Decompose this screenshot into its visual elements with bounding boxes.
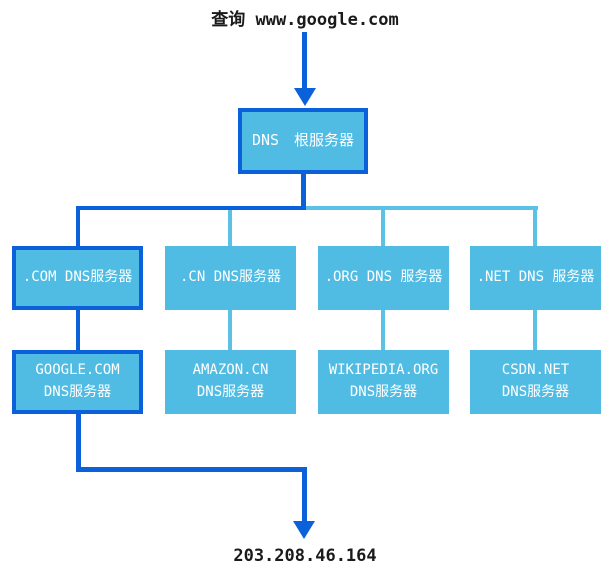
node-auth-amazon-cn: AMAZON.CN DNS服务器	[165, 350, 296, 414]
result-path-vertical-1	[76, 414, 81, 471]
query-label: 查询 www.google.com	[211, 10, 399, 30]
result-arrow-head-icon	[293, 521, 315, 539]
mid-connector-com	[76, 310, 80, 350]
branch-horizontal-right	[306, 206, 538, 210]
node-label: .CN DNS服务器	[179, 269, 281, 286]
node-tld-cn: .CN DNS服务器	[165, 246, 296, 310]
node-label-line2: DNS服务器	[43, 384, 112, 400]
node-label-line1: AMAZON.CN	[192, 362, 269, 379]
node-auth-google-com: GOOGLE.COM DNS服务器	[12, 350, 143, 414]
node-auth-wikipedia-org: WIKIPEDIA.ORG DNS服务器	[318, 350, 449, 414]
drop-connector-cn	[228, 210, 232, 246]
drop-connector-com	[76, 210, 80, 246]
node-label-line1: WIKIPEDIA.ORG	[328, 362, 439, 379]
root-branch-connector	[301, 174, 306, 210]
mid-connector-cn	[228, 310, 232, 350]
node-label-line2: DNS服务器	[501, 384, 570, 400]
node-label: .COM DNS服务器	[22, 269, 133, 286]
node-label: DNS 根服务器	[251, 131, 355, 150]
result-path-horizontal	[76, 467, 307, 472]
drop-connector-org	[381, 210, 385, 246]
node-label-line2: DNS服务器	[349, 384, 418, 400]
branch-horizontal-left	[76, 206, 306, 210]
node-dns-root-server: DNS 根服务器	[238, 108, 368, 174]
node-label-line1: GOOGLE.COM	[35, 362, 120, 379]
node-label-line1: CSDN.NET	[501, 362, 570, 379]
node-tld-net: .NET DNS 服务器	[470, 246, 601, 310]
query-arrow-shaft	[302, 32, 307, 89]
result-path-vertical-2	[302, 467, 307, 522]
node-tld-org: .ORG DNS 服务器	[318, 246, 449, 310]
result-ip-label: 203.208.46.164	[233, 546, 377, 566]
node-auth-csdn-net: CSDN.NET DNS服务器	[470, 350, 601, 414]
node-label: .ORG DNS 服务器	[324, 269, 443, 286]
mid-connector-net	[533, 310, 537, 350]
node-tld-com: .COM DNS服务器	[12, 246, 143, 310]
node-label-line2: DNS服务器	[196, 384, 265, 400]
mid-connector-org	[381, 310, 385, 350]
node-label: .NET DNS 服务器	[476, 269, 595, 286]
query-arrow-head-icon	[294, 88, 316, 106]
drop-connector-net	[533, 210, 537, 246]
